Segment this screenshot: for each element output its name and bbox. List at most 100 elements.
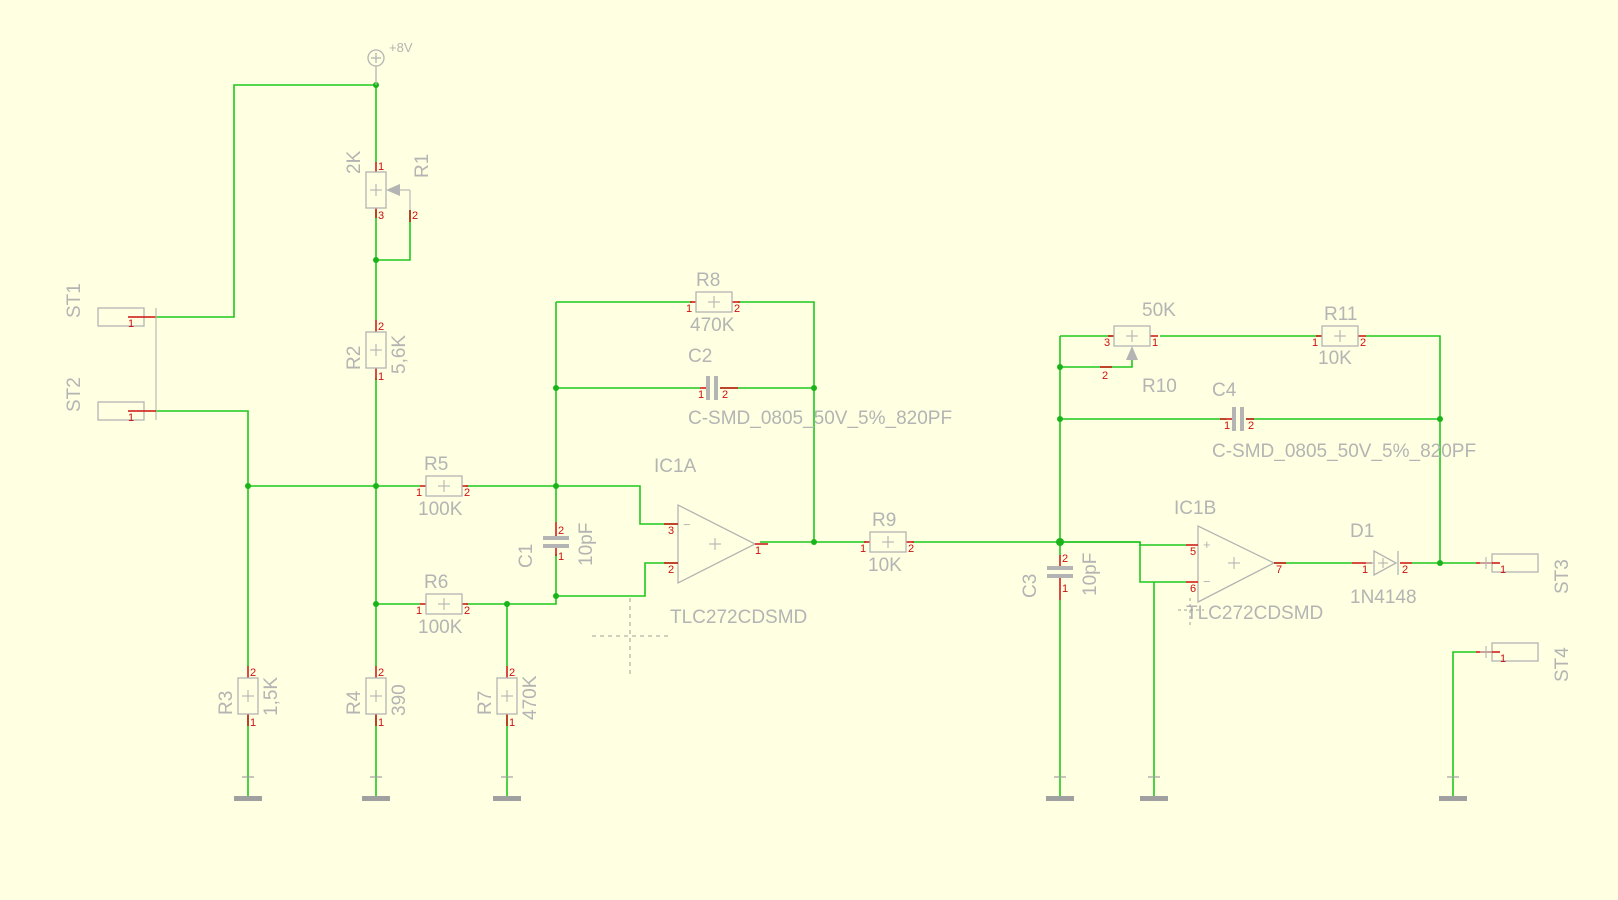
pin-number: 1 <box>250 717 256 729</box>
power-symbol-vcc: +8V <box>367 40 413 85</box>
net-st4 <box>1452 651 1476 790</box>
pin-number: 6 <box>1190 583 1196 595</box>
pin-number: 1 <box>509 717 515 729</box>
pin-number: 1 <box>1312 337 1318 349</box>
net-ic1a-plus <box>556 485 678 525</box>
component-name: R11 <box>1324 304 1357 325</box>
capacitor-c2[interactable]: 1 2 C2 C-SMD_0805_50V_5%_820PF <box>688 346 952 429</box>
pin-number: 3 <box>668 525 674 537</box>
pin-number: 1 <box>1500 564 1506 576</box>
potentiometer-r1[interactable]: 1 3 2 2K R1 <box>344 150 433 222</box>
component-value: 5,6K <box>389 335 410 374</box>
component-name: D1 <box>1350 521 1374 542</box>
pin-number: 1 <box>416 487 422 499</box>
junction-dot <box>373 483 379 489</box>
component-name: C4 <box>1212 380 1237 401</box>
connector-name-st4: ST4 <box>1552 647 1573 682</box>
connector-st2[interactable]: 1 ST2 <box>64 377 156 424</box>
capacitor-c4[interactable]: 1 2 C4 C-SMD_0805_50V_5%_820PF <box>1212 380 1476 462</box>
potentiometer-r10[interactable]: 3 1 2 50K R10 <box>1100 300 1177 397</box>
pin-number: 1 <box>378 371 384 383</box>
diode-d1[interactable]: 1 2 D1 1N4148 <box>1350 521 1417 608</box>
pin-number: 3 <box>1104 337 1110 349</box>
component-value: 2K <box>344 150 365 174</box>
pin-number: 1 <box>416 605 422 617</box>
component-value: 10K <box>1318 348 1352 369</box>
pin-number: 2 <box>1102 370 1108 382</box>
junction-dot <box>373 257 379 263</box>
component-name: C1 <box>516 544 537 568</box>
net-r11-right <box>1366 335 1441 563</box>
component-value: 1,5K <box>261 677 282 716</box>
pin-number: 2 <box>722 389 728 401</box>
component-value: C-SMD_0805_50V_5%_820PF <box>688 408 952 429</box>
junction-dot <box>1437 416 1443 422</box>
junction-dot <box>245 483 251 489</box>
net-r10-wiper <box>1060 358 1133 368</box>
component-name: R5 <box>424 454 448 475</box>
crosshair-cursor-icon <box>592 598 670 674</box>
component-value: 10pF <box>576 523 597 566</box>
svg-text:−: − <box>1203 574 1211 589</box>
junction-dot <box>1437 560 1443 566</box>
resistor-r6[interactable]: 1 2 R6 100K <box>416 572 470 638</box>
pin-number: 1 <box>1062 583 1068 595</box>
pin-number: 1 <box>1152 337 1158 349</box>
component-value: 10K <box>868 555 902 576</box>
component-name: R7 <box>475 691 496 715</box>
component-value: TLC272CDSMD <box>670 607 807 628</box>
component-value: 470K <box>520 675 541 720</box>
pin-number: 2 <box>378 667 384 679</box>
connector-st4[interactable]: 1 ST4 <box>1476 642 1573 682</box>
pin-number: 5 <box>1190 546 1196 558</box>
connector-st1[interactable]: 1 ST1 <box>64 283 157 420</box>
net-r8-right <box>738 301 815 542</box>
nets <box>156 84 1476 790</box>
pin-number: 2 <box>464 487 470 499</box>
opamp-ic1a[interactable]: − 3 2 1 IC1A TLC272CDSMD <box>654 456 807 628</box>
pin-number: 2 <box>412 210 418 222</box>
pin-number: 1 <box>860 543 866 555</box>
resistor-r8[interactable]: 1 2 R8 470K <box>686 270 740 336</box>
component-name: R1 <box>412 154 433 178</box>
pin-number: 3 <box>378 210 384 222</box>
net-ic1a-minus <box>556 562 678 597</box>
resistor-r7[interactable]: 2 1 R7 470K <box>475 666 541 729</box>
component-name: R9 <box>872 510 896 531</box>
junction-dot <box>373 601 379 607</box>
pin-number: 1 <box>698 389 704 401</box>
pin-number: 2 <box>378 321 384 333</box>
resistor-r3[interactable]: 2 1 R3 1,5K <box>216 666 282 729</box>
component-value: 100K <box>418 499 463 520</box>
pin-number: 2 <box>1062 553 1068 565</box>
pin-number: 7 <box>1276 564 1282 576</box>
origin-cross-icon <box>1178 598 1204 626</box>
resistor-r2[interactable]: 2 1 R2 5,6K <box>344 320 410 383</box>
component-value: TLC272CDSMD <box>1186 603 1323 624</box>
junction-dot <box>553 483 559 489</box>
pin-number: 1 <box>1224 420 1230 432</box>
resistor-r5[interactable]: 1 2 R5 100K <box>416 454 470 520</box>
capacitor-c3[interactable]: 2 1 C3 10pF <box>1020 553 1101 600</box>
pin-number: 1 <box>1500 653 1506 665</box>
net-r1-wiper <box>375 210 411 261</box>
pin-number: 1 <box>755 545 761 557</box>
opamp-ic1b[interactable]: + − 5 6 7 IC1B TLC272CDSMD <box>1174 498 1323 624</box>
pin-number: 2 <box>734 303 740 315</box>
ground-icon <box>493 776 521 801</box>
pin-number: 1 <box>686 303 692 315</box>
pin-number: 2 <box>250 667 256 679</box>
connector-st3[interactable]: 1 ST3 <box>1476 553 1573 594</box>
component-value: 1N4148 <box>1350 587 1417 608</box>
junction-dot <box>553 385 559 391</box>
junction-dot <box>1056 538 1064 546</box>
capacitor-c1[interactable]: 2 1 C1 10pF <box>516 522 597 568</box>
ground-symbols <box>234 776 1467 801</box>
net-r6-right <box>466 596 557 605</box>
resistor-r4[interactable]: 2 1 R4 390 <box>344 666 410 729</box>
resistor-r9[interactable]: 1 2 R9 10K <box>860 510 914 576</box>
resistor-r11[interactable]: 1 2 R11 10K <box>1312 304 1366 369</box>
pin-number: 2 <box>1402 564 1408 576</box>
pin-number: 2 <box>668 564 674 576</box>
